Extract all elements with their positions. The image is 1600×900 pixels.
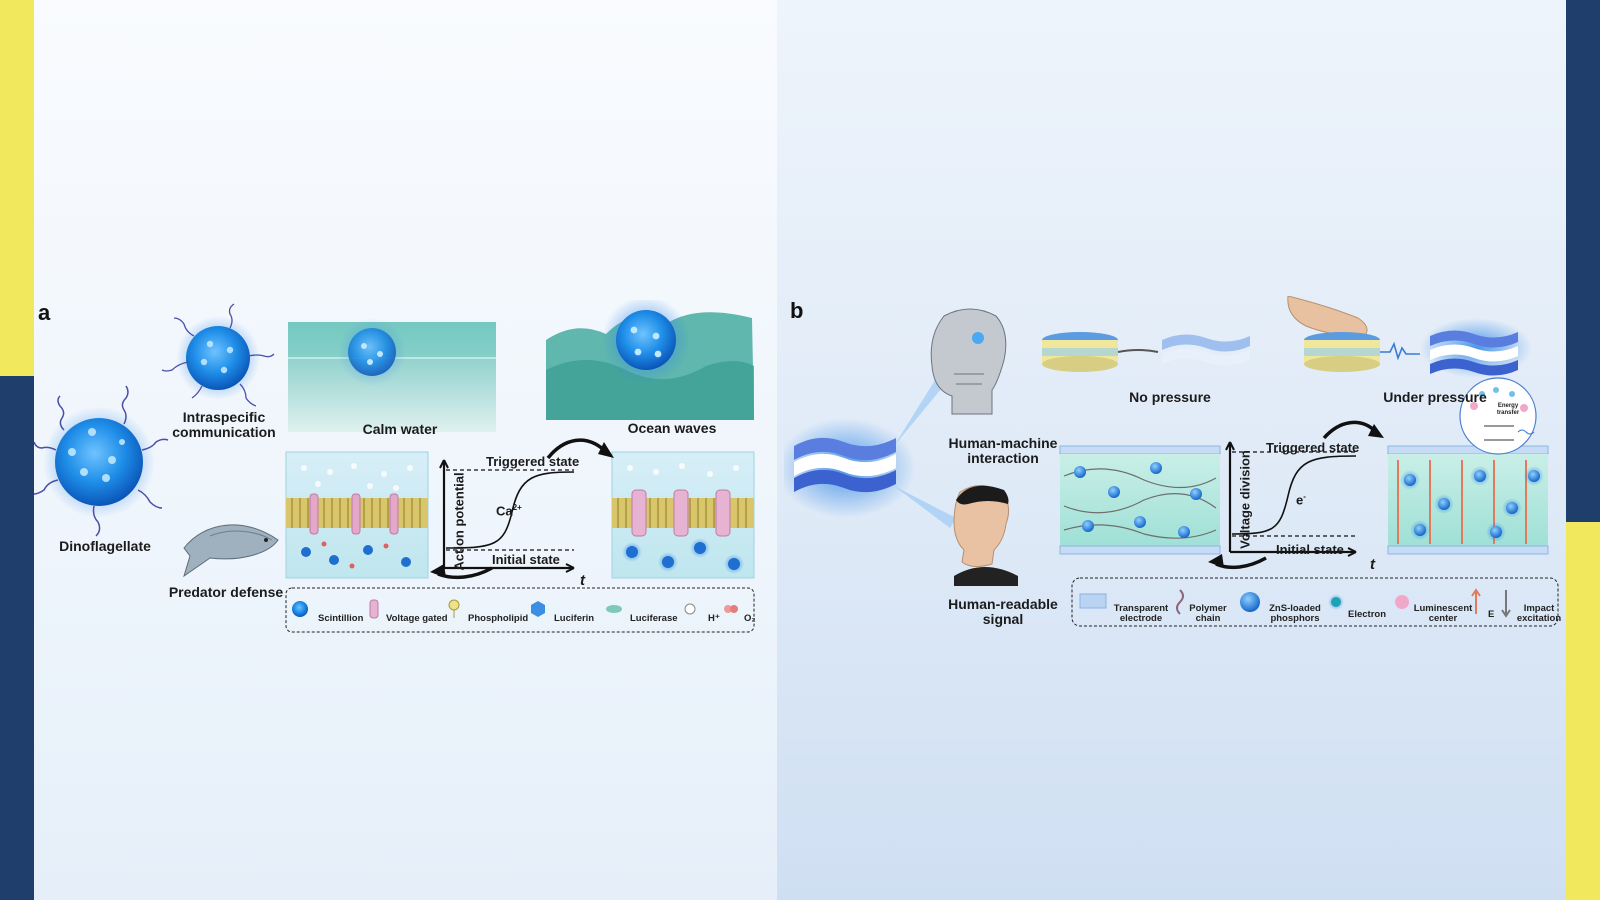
composite-triggered-state [1387, 445, 1549, 555]
under-pressure-device [1287, 296, 1532, 378]
legend-b-impact-excitation: Impact excitation [1516, 603, 1562, 624]
fish-illustration [183, 524, 279, 578]
panel-a-triggered-state-label: Triggered state [486, 454, 580, 469]
legend-b-zns-phosphors: ZnS-loaded phosphors [1269, 603, 1321, 624]
energy-transfer-inset [1459, 377, 1537, 455]
calcium-ion-label: Ca2+ [496, 503, 522, 519]
human-head [953, 485, 1018, 586]
legend-b-electric-field: E [1488, 609, 1495, 620]
b-reset-arrow-head [1208, 554, 1224, 568]
membrane-initial-state [285, 451, 429, 579]
trigger-arrow-head [598, 442, 614, 458]
glowing-film [784, 418, 916, 518]
panel-b-illustration [784, 296, 1559, 627]
panel-a-legend-symbols [292, 599, 738, 619]
panel-a-illustration [34, 300, 755, 633]
no-pressure-label: No pressure [1129, 389, 1211, 405]
action-potential-graph [439, 459, 575, 573]
no-pressure-device [1042, 332, 1250, 372]
legend-a-luciferin: Luciferin [554, 613, 595, 624]
calcium-ion-charge: 2+ [512, 503, 522, 512]
right-stripe-navy [1566, 0, 1600, 522]
energy-transfer-label: Energy transfer [1496, 403, 1520, 416]
human-readable-signal-label: Human-readable signal [948, 596, 1058, 627]
under-pressure-label: Under pressure [1383, 389, 1487, 405]
panel-a-legend-box [285, 587, 755, 633]
legend-a-oxygen: O₂ [744, 613, 756, 624]
voltage-division-graph [1225, 441, 1357, 557]
panel-b-legend-box [1071, 577, 1559, 627]
legend-b-luminescent-center: Luminescent center [1413, 603, 1473, 624]
trigger-arrow [546, 438, 606, 460]
action-potential-axis-label: Action potential [451, 472, 467, 571]
left-panel-background [34, 0, 777, 900]
voltage-division-axis-label: Voltage division [1237, 450, 1253, 549]
legend-b-electron: Electron [1348, 609, 1387, 620]
legend-b-transparent-electrode: Transparent electrode [1113, 603, 1169, 624]
legend-a-voltage-gated: Voltage gated [386, 613, 448, 624]
panel-a-initial-state-label: Initial state [492, 552, 560, 567]
intraspecific-cell [161, 303, 275, 407]
panel-a-time-axis-label: t [580, 572, 585, 589]
dinoflagellate-label: Dinoflagellate [59, 538, 151, 554]
light-beam-to-human [894, 486, 956, 528]
b-trigger-arrow [1322, 420, 1376, 440]
legend-a-luciferase: Luciferase [630, 613, 678, 624]
panel-b-letter: b [790, 298, 804, 323]
electron-charge: - [1303, 492, 1306, 501]
right-stripe-yellow [1566, 522, 1600, 900]
robot-head [930, 308, 1007, 415]
reset-arrow-head [430, 564, 446, 578]
ocean-waves-scene [546, 300, 754, 420]
predator-defense-label: Predator defense [168, 584, 284, 600]
dinoflagellate-cell [34, 385, 169, 537]
human-machine-interaction-label: Human-machine interaction [948, 435, 1058, 466]
composite-initial-state [1059, 445, 1221, 555]
ocean-waves-label: Ocean waves [627, 420, 717, 436]
legend-a-hydrogen: H⁺ [708, 613, 720, 624]
panel-b-initial-state-label: Initial state [1276, 542, 1344, 557]
calm-water-label: Calm water [362, 421, 438, 437]
intraspecific-communication-label: Intraspecific communication [172, 409, 276, 440]
panel-a-letter: a [38, 300, 51, 325]
panel-b-legend-symbols [1079, 588, 1511, 618]
membrane-triggered-state [611, 451, 755, 579]
legend-a-phospholipid: Phospholipid [468, 613, 529, 624]
panel-b-triggered-state-label: Triggered state [1266, 440, 1360, 455]
panel-b-time-axis-label: t [1370, 556, 1375, 573]
left-stripe-navy [0, 376, 34, 900]
electron-symbol-label: e- [1296, 492, 1306, 508]
calm-water-scene [288, 318, 496, 432]
legend-b-polymer-chain: Polymer chain [1189, 603, 1227, 624]
legend-a-scintillion: Scintillion [318, 613, 364, 624]
left-stripe-yellow [0, 0, 34, 376]
b-trigger-arrow-head [1368, 424, 1384, 438]
